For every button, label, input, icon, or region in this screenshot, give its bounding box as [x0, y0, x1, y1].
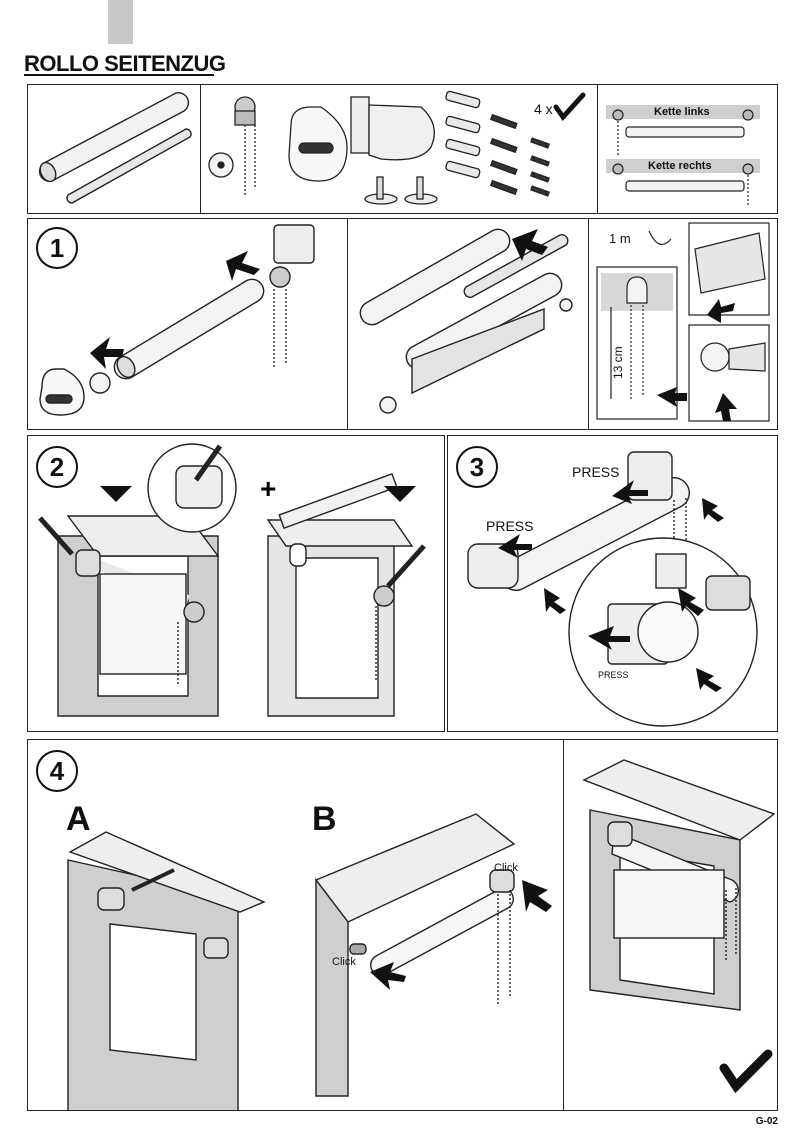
checkmark-icon — [719, 1049, 773, 1094]
step4-number: 4 — [36, 750, 78, 792]
chain-13cm-label: 13 cm — [611, 346, 625, 379]
click-label-right: Click — [494, 862, 518, 874]
fabric-insert-illustration — [359, 228, 573, 414]
step1-chain-length-panel: 1 m 13 cm — [588, 218, 778, 430]
step3-number: 3 — [456, 446, 498, 488]
roller-assembly-illustration — [39, 224, 315, 416]
variant-a-label: A — [66, 800, 91, 838]
variant-b-label: B — [312, 800, 337, 838]
bracket-release-illustration — [467, 451, 758, 727]
page-title: ROLLO SEITENZUG — [24, 51, 226, 76]
checkmark-icon — [553, 92, 586, 121]
finished-roller-illustration — [582, 759, 776, 1094]
step1-assembly-panel: 1 — [27, 218, 348, 430]
chain-measure-illustration — [596, 222, 770, 422]
parts-hardware-panel: 4 x — [200, 84, 598, 214]
chain-side-panel: Kette links Kette rechts — [597, 84, 778, 214]
step4-install-panel: 4 A B Click Click — [27, 739, 564, 1111]
step1-fabric-panel — [347, 218, 589, 430]
chain-1m-label: 1 m — [609, 231, 631, 246]
chain-right-label: Kette rechts — [648, 160, 712, 172]
press-label-left: PRESS — [486, 518, 534, 534]
parts-roller-panel — [27, 84, 202, 214]
chain-left-label: Kette links — [654, 106, 710, 118]
step3-release-panel: 3 PRESS PRESS PRESS — [447, 435, 778, 732]
roller-install-illustration — [67, 813, 552, 1110]
click-label-left: Click — [332, 956, 356, 968]
document-code: G-02 — [755, 1116, 778, 1127]
press-label-top: PRESS — [572, 464, 620, 480]
chain-side-illustration — [606, 105, 760, 207]
plus-icon: + — [260, 473, 276, 504]
title-underline — [24, 74, 214, 76]
step2-number: 2 — [36, 446, 78, 488]
roller-tube-illustration — [38, 92, 192, 204]
page-tab-marker — [108, 0, 133, 44]
step1-number: 1 — [36, 227, 78, 269]
parts-quantity-label: 4 x — [534, 101, 553, 117]
step2-mounting-panel: + 2 — [27, 435, 445, 732]
hardware-parts-illustration — [208, 90, 586, 205]
press-label-detail: PRESS — [598, 670, 629, 680]
bracket-mounting-illustration: + — [38, 443, 426, 717]
step4-finished-panel — [563, 739, 778, 1111]
